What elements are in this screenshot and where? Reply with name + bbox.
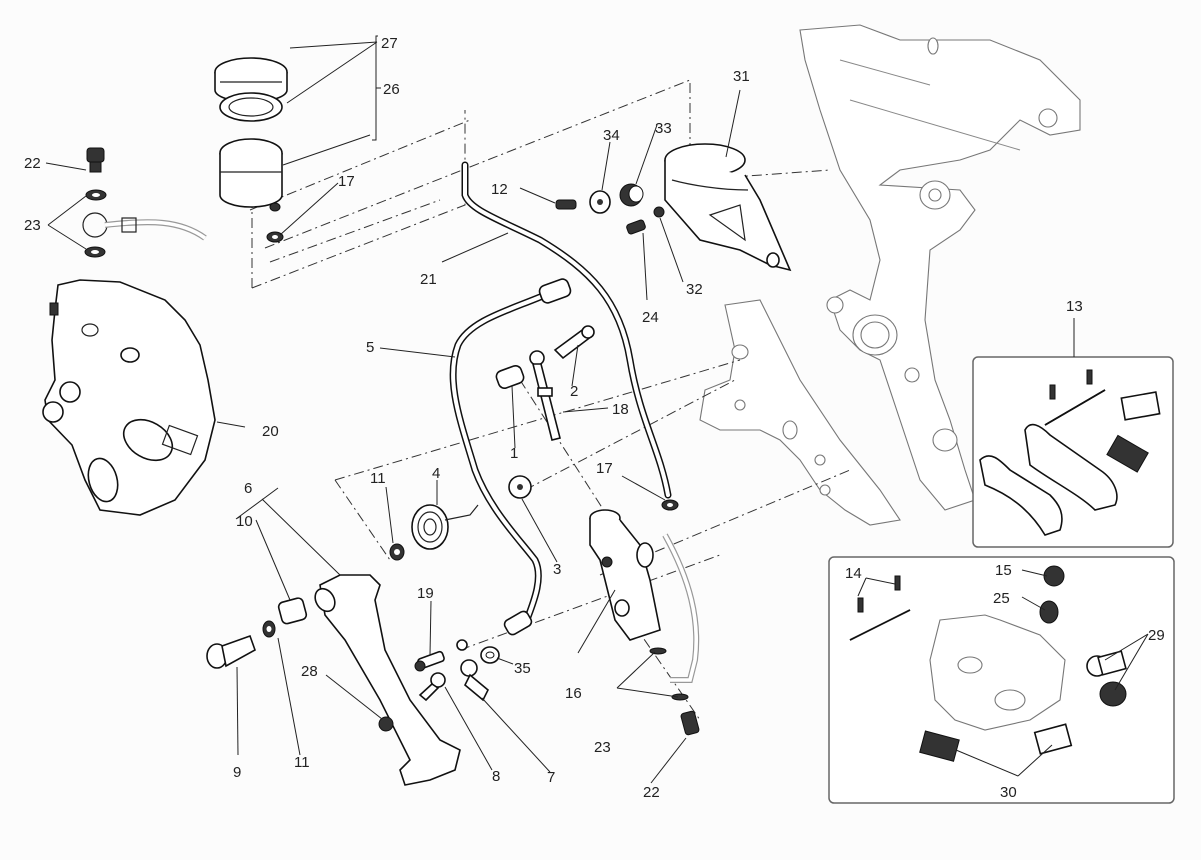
callout-16: 16 bbox=[565, 685, 582, 702]
nut-28 bbox=[378, 716, 394, 732]
callout-2: 2 bbox=[570, 383, 578, 400]
callout-22-lower: 22 bbox=[643, 784, 660, 801]
washer-3 bbox=[508, 475, 532, 499]
callout-15: 15 bbox=[995, 562, 1012, 579]
bolt-2 bbox=[553, 325, 595, 360]
reservoir-bracket bbox=[664, 143, 792, 272]
return-spring bbox=[411, 504, 479, 550]
callout-34: 34 bbox=[603, 127, 620, 144]
hose-clamp-17-top bbox=[266, 231, 284, 243]
bushing-1 bbox=[495, 364, 525, 390]
reservoir-seal bbox=[219, 92, 283, 122]
callout-32: 32 bbox=[686, 281, 703, 298]
callout-30: 30 bbox=[1000, 784, 1017, 801]
callout-labels: 27 26 17 22 23 20 21 12 34 33 31 32 24 5… bbox=[24, 35, 1165, 801]
callout-22-top: 22 bbox=[24, 155, 41, 172]
callout-5: 5 bbox=[366, 339, 374, 356]
reservoir-cap bbox=[214, 57, 288, 103]
callout-10: 10 bbox=[236, 513, 253, 530]
rear-caliper bbox=[42, 279, 216, 516]
banjo-bolt-22-top bbox=[86, 147, 105, 173]
bolt-12 bbox=[555, 199, 577, 210]
pushrod-18 bbox=[529, 350, 561, 441]
bushing-10 bbox=[277, 597, 308, 625]
callout-7: 7 bbox=[547, 769, 555, 786]
washer-11-lower bbox=[262, 620, 276, 638]
callout-11-lower: 11 bbox=[294, 754, 310, 771]
bolt-19 bbox=[414, 650, 445, 672]
callout-35: 35 bbox=[514, 660, 531, 677]
washer-35 bbox=[480, 646, 500, 664]
clevis-7 bbox=[456, 639, 489, 702]
callout-1: 1 bbox=[510, 445, 518, 462]
reservoir bbox=[219, 138, 283, 212]
callout-19: 19 bbox=[417, 585, 434, 602]
callout-25: 25 bbox=[993, 590, 1010, 607]
bolt-24 bbox=[626, 219, 646, 235]
washer-11-upper bbox=[389, 543, 405, 561]
callout-6: 6 bbox=[244, 480, 252, 497]
washers-23-top bbox=[84, 189, 107, 258]
callout-27: 27 bbox=[381, 35, 398, 52]
master-cylinder bbox=[589, 509, 661, 641]
callout-17-top: 17 bbox=[338, 173, 355, 190]
callout-33: 33 bbox=[655, 120, 672, 137]
callout-31: 31 bbox=[733, 68, 750, 85]
inset-pad-kit bbox=[972, 356, 1174, 548]
banjo-fitting bbox=[82, 212, 207, 241]
callout-18: 18 bbox=[612, 401, 629, 418]
callout-12: 12 bbox=[491, 181, 508, 198]
outlet-hose-grey bbox=[662, 533, 700, 683]
pin-8 bbox=[418, 672, 446, 702]
callout-3: 3 bbox=[553, 561, 561, 578]
pivot-bolt-9 bbox=[206, 634, 256, 669]
callout-13: 13 bbox=[1066, 298, 1083, 315]
frame-structure bbox=[699, 24, 1081, 526]
callout-20: 20 bbox=[262, 423, 279, 440]
leader-lines bbox=[45, 35, 1149, 784]
callout-23-lower: 23 bbox=[594, 739, 611, 756]
callout-4: 4 bbox=[432, 465, 440, 482]
washer-32 bbox=[653, 206, 665, 218]
callout-9: 9 bbox=[233, 764, 241, 781]
callout-29: 29 bbox=[1148, 627, 1165, 644]
brake-line bbox=[449, 278, 572, 636]
hose-clamp-17-lower bbox=[661, 499, 679, 511]
inset-caliper-kit bbox=[828, 556, 1175, 804]
brake-pedal bbox=[314, 574, 461, 786]
callout-26: 26 bbox=[383, 81, 400, 98]
grommet-33 bbox=[619, 183, 644, 207]
banjo-bolt-22-lower bbox=[680, 710, 700, 736]
callout-21: 21 bbox=[420, 271, 437, 288]
callout-8: 8 bbox=[492, 768, 500, 785]
callout-14: 14 bbox=[845, 565, 862, 582]
reservoir-hose bbox=[461, 161, 672, 499]
washer-34 bbox=[589, 190, 611, 214]
callout-28: 28 bbox=[301, 663, 318, 680]
callout-24: 24 bbox=[642, 309, 659, 326]
callout-23-top: 23 bbox=[24, 217, 41, 234]
callout-17-lower: 17 bbox=[596, 460, 613, 477]
callout-11-upper: 11 bbox=[370, 470, 386, 487]
